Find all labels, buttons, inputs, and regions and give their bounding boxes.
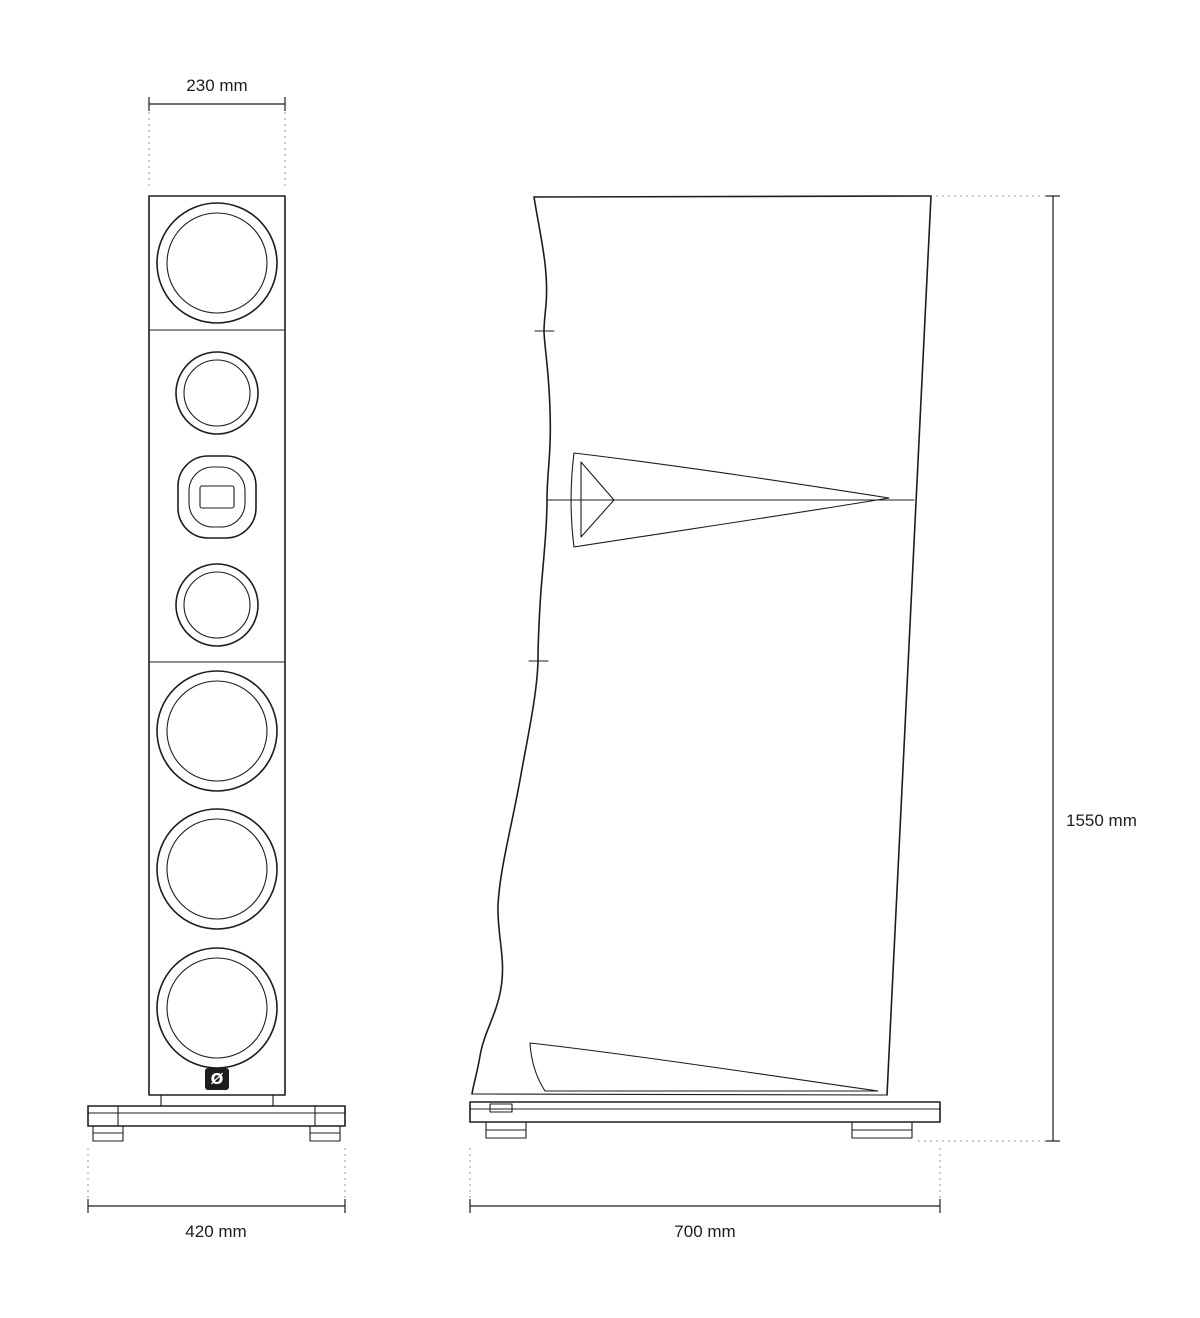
dimension-label-cabinet-width: 230 mm	[186, 76, 247, 95]
side-view	[469, 195, 941, 1139]
brand-logo: Ø	[205, 1068, 229, 1090]
side-top-edge	[533, 195, 932, 198]
side-base	[469, 1101, 941, 1139]
dimension-label-base-depth: 700 mm	[674, 1222, 735, 1241]
woofer-bass-1	[156, 670, 278, 792]
woofer-top	[156, 202, 278, 324]
bottom-port-wedge	[529, 1042, 879, 1092]
dimension-base-depth: 700 mm	[469, 1148, 941, 1241]
dimension-cabinet-width: 230 mm	[148, 76, 286, 190]
woofer-bass-2	[156, 808, 278, 930]
midrange-lower	[175, 563, 259, 647]
dimension-label-height: 1550 mm	[1066, 811, 1137, 830]
side-base-block	[489, 1103, 513, 1113]
dimension-label-base-width: 420 mm	[185, 1222, 246, 1241]
tweeter-module	[177, 455, 257, 539]
horn-wedge-inner-triangle	[580, 461, 615, 538]
dimension-base-width: 420 mm	[87, 1148, 346, 1241]
horn-wedge	[570, 452, 890, 548]
dimension-height: 1550 mm	[918, 195, 1137, 1142]
midrange-upper	[175, 351, 259, 435]
side-bottom-edge	[471, 1093, 888, 1096]
brand-logo-glyph: Ø	[211, 1070, 224, 1088]
woofer-bass-3	[156, 947, 278, 1069]
brand-logo-badge	[205, 1068, 229, 1090]
side-front-edge	[886, 195, 932, 1096]
front-view: Ø	[87, 195, 346, 1142]
front-base	[87, 1094, 346, 1142]
